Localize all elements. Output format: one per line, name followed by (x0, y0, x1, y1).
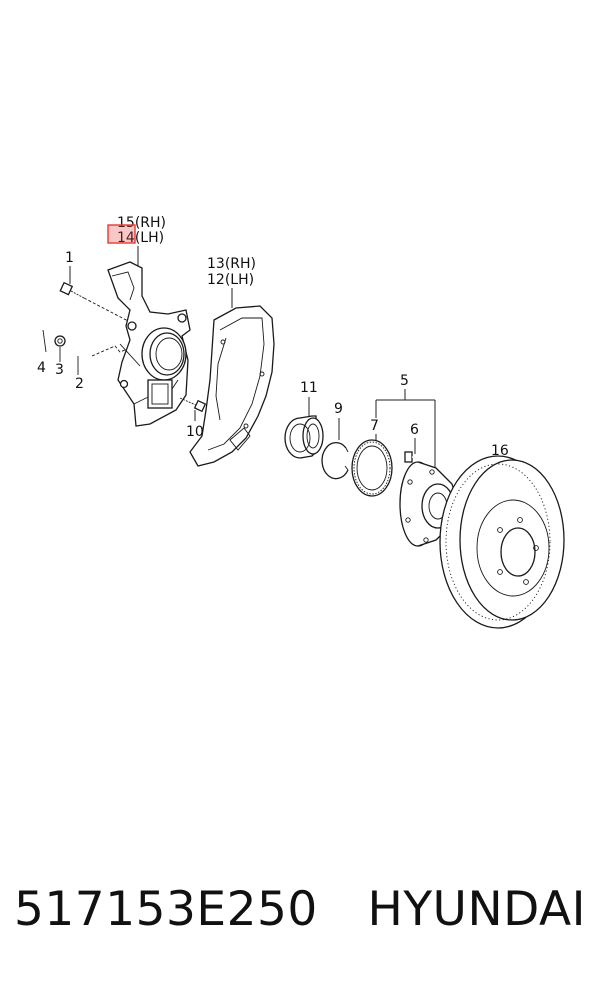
callout-4[interactable]: 4 (37, 360, 46, 376)
cotter-pin-4 (42, 329, 47, 353)
wheel-bearing-11 (284, 415, 324, 459)
nut-3 (54, 335, 66, 362)
callout-10[interactable]: 10 (186, 424, 204, 440)
callout-6[interactable]: 6 (410, 422, 419, 438)
brake-disc-16 (439, 455, 565, 629)
bolt-1 (59, 281, 131, 323)
brand-name: HYUNDAI (367, 882, 586, 937)
callout-9[interactable]: 9 (334, 401, 343, 417)
callout-1[interactable]: 1 (65, 250, 74, 266)
callout-12[interactable]: 12(LH) (207, 272, 254, 288)
callout-3[interactable]: 3 (55, 362, 64, 378)
callout-16[interactable]: 16 (491, 443, 509, 459)
callout-2[interactable]: 2 (75, 376, 84, 392)
steering-knuckle-14-15 (107, 261, 191, 427)
stud-bolt-2 (72, 345, 131, 375)
callout-15[interactable]: 15(RH) (117, 215, 166, 231)
callout-11[interactable]: 11 (300, 380, 318, 396)
footer: 517153E250 HYUNDAI (0, 872, 600, 952)
dust-shield-12-13 (189, 305, 275, 467)
callout-5[interactable]: 5 (400, 373, 409, 389)
callout-14-highlight (107, 224, 136, 244)
bolt-10 (179, 397, 207, 413)
snap-ring-9 (321, 442, 349, 480)
callout-13[interactable]: 13(RH) (207, 256, 256, 272)
callout-7[interactable]: 7 (370, 418, 379, 434)
part-number: 517153E250 (14, 882, 318, 937)
callout-14[interactable]: 14(LH) (117, 230, 164, 246)
hub-bolt-6 (404, 451, 429, 463)
tone-ring-7 (351, 439, 393, 497)
